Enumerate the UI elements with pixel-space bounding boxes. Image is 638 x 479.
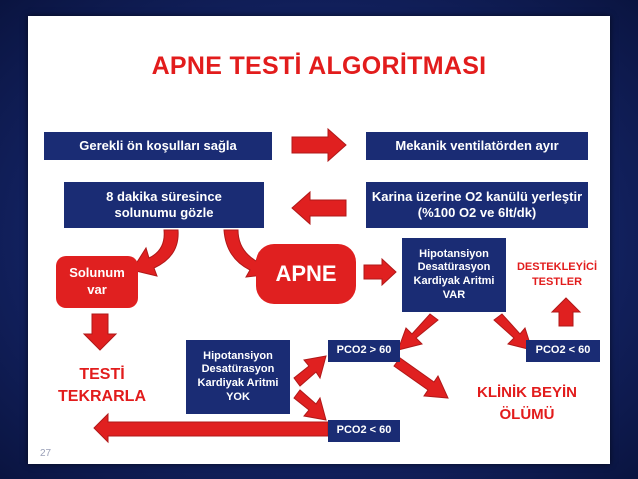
arrow-var-to-pco2-low <box>493 313 533 351</box>
node-clinical-brain-death: KLİNİK BEYİN ÖLÜMÜ <box>476 384 577 423</box>
step-prerequisites: Gerekli ön koşulları sağla <box>44 132 272 160</box>
arrow-up-supportive <box>550 297 582 327</box>
node-instability-present: Hipotansiyon Desatürasyon Kardiyak Aritm… <box>402 238 506 312</box>
arrow-left-middle <box>291 190 347 226</box>
node-pco2-low-right: PCO2 < 60 <box>526 340 600 362</box>
slide-title: APNE TESTİ ALGORİTMASI <box>151 52 487 80</box>
node-pco2-low-bottom: PCO2 < 60 <box>328 420 400 442</box>
step-disconnect-ventilator: Mekanik ventilatörden ayır <box>366 132 588 160</box>
node-repeat-test: TESTİ TEKRARLA <box>58 366 146 405</box>
arrow-right-to-var <box>363 257 397 287</box>
flow-arrows <box>82 127 582 444</box>
arrow-return-repeat <box>93 412 329 444</box>
arrow-var-to-pco2-high <box>397 313 439 351</box>
arrow-curve-to-breathing <box>131 229 179 277</box>
node-breathing-present: Solunum var <box>56 256 138 308</box>
arrow-yok-to-pco2-high <box>293 355 327 387</box>
step-observe-breathing: 8 dakika süresince solunumu gözle <box>64 182 264 228</box>
slide: APNE TESTİ ALGORİTMASI <box>28 16 610 464</box>
page-number: 27 <box>40 448 52 459</box>
arrow-pco2-high-to-clinical <box>393 357 449 399</box>
node-pco2-high: PCO2 > 60 <box>328 340 400 362</box>
arrow-down-repeat <box>82 313 118 351</box>
step-oxygen-cannula: Karina üzerine O2 kanülü yerleştir (%100… <box>366 182 588 228</box>
node-apnea: APNE <box>256 244 356 304</box>
arrow-yok-to-pco2-low <box>293 389 327 421</box>
node-instability-absent: Hipotansiyon Desatürasyon Kardiyak Aritm… <box>186 340 290 414</box>
node-supportive-tests: DESTEKLEYİCİ TESTLER <box>516 261 598 288</box>
arrow-right-top <box>291 127 347 163</box>
